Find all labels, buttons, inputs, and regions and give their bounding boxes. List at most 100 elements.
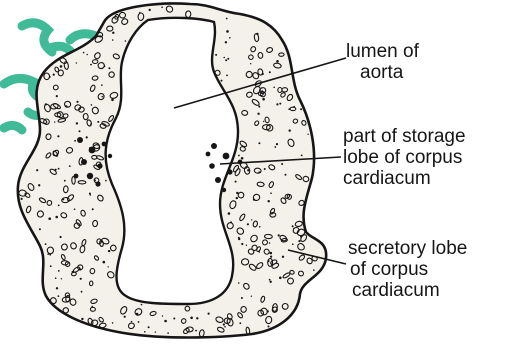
- cell-dot: [270, 256, 272, 258]
- cell-dot: [257, 113, 259, 115]
- cell-dot: [229, 37, 231, 39]
- cell-dot: [293, 106, 295, 108]
- label-lumen-of-aorta: lumen of aorta: [346, 41, 419, 83]
- cell-dot: [292, 225, 294, 227]
- cell-dot: [279, 277, 282, 280]
- cell-dot: [58, 168, 60, 170]
- cell-dot: [36, 169, 38, 171]
- cell-dot: [251, 219, 252, 220]
- cell-dot: [239, 322, 241, 324]
- cell-dot: [307, 134, 308, 135]
- cell-dot: [112, 39, 114, 41]
- cell-dot: [80, 278, 82, 280]
- cell-dot: [55, 216, 58, 219]
- cell-dot: [64, 180, 66, 182]
- cell-dot: [238, 237, 240, 239]
- cell-dot: [47, 253, 49, 255]
- cell-dot: [138, 321, 140, 323]
- cell-dot: [58, 205, 60, 207]
- cell-dot: [276, 103, 278, 105]
- cell-dot: [148, 326, 150, 328]
- cell-dot: [167, 332, 169, 334]
- cell-dot: [253, 199, 255, 201]
- cell-dot: [39, 228, 41, 230]
- cell-dot: [215, 54, 217, 56]
- cell-dot: [111, 99, 114, 102]
- cell-dot: [112, 32, 114, 34]
- cell-dot: [55, 277, 57, 279]
- cell-dot: [228, 212, 231, 215]
- cell-dot: [226, 75, 228, 77]
- cell-dot: [258, 106, 260, 108]
- cell-dot: [83, 52, 85, 54]
- cell-dot: [74, 140, 76, 142]
- cell-dot: [162, 315, 163, 316]
- cell-dot: [81, 291, 83, 293]
- cell-dot: [97, 121, 99, 123]
- cell-dot: [259, 226, 261, 228]
- cell-dot: [48, 217, 51, 220]
- cell-dot: [108, 250, 110, 252]
- cell-dot: [49, 76, 51, 78]
- cell-dot: [268, 326, 270, 328]
- label-lumen-line-2: aorta: [346, 62, 419, 83]
- cell-dot: [238, 155, 240, 157]
- cell-dot: [76, 62, 77, 63]
- cell-dot: [293, 228, 294, 229]
- cell-dot: [264, 168, 266, 170]
- cell-dot: [268, 200, 270, 202]
- cell-dot: [90, 124, 92, 126]
- cell-dot: [79, 130, 81, 132]
- cell-dot: [74, 208, 76, 210]
- cell-dot: [61, 278, 62, 279]
- cell-dot: [86, 136, 88, 138]
- cell-dot: [301, 155, 303, 157]
- cell-dot: [108, 266, 109, 267]
- cell-dot: [63, 199, 65, 201]
- cell-dot: [56, 95, 58, 97]
- cell-dot: [50, 265, 52, 267]
- label-storage-line-2: lobe of corpus: [343, 147, 466, 168]
- cell-dot: [21, 198, 23, 200]
- cell-dot: [208, 313, 210, 315]
- cell-dot: [54, 121, 55, 122]
- cell-dot: [164, 320, 167, 323]
- cell-dot: [241, 157, 244, 160]
- cell-dot: [235, 181, 237, 183]
- cell-dot: [139, 12, 140, 13]
- cell-dot: [270, 192, 272, 194]
- label-storage-lobe: part of storage lobe of corpus cardiacum: [343, 126, 466, 189]
- cell-dot: [45, 103, 47, 105]
- cell-dot: [89, 193, 91, 195]
- cell-dot: [282, 256, 284, 258]
- label-secretory-line-2: of corpus: [348, 259, 467, 280]
- cell-dot: [195, 330, 197, 332]
- cell-dot: [102, 96, 104, 98]
- cell-dot: [269, 242, 271, 244]
- cell-dot: [125, 40, 127, 42]
- cell-dot: [250, 63, 251, 64]
- cell-dot: [246, 245, 247, 246]
- cell-dot: [269, 279, 271, 281]
- cell-dot: [60, 236, 62, 238]
- cell-dot: [279, 103, 281, 105]
- cell-dot: [103, 261, 106, 264]
- cell-dot: [149, 9, 151, 11]
- cell-dot: [225, 41, 227, 43]
- cell-dot: [105, 180, 107, 182]
- cell-dot: [65, 105, 67, 107]
- cell-dot: [292, 243, 294, 245]
- cell-dot: [60, 65, 63, 68]
- cell-dot: [112, 322, 114, 324]
- cell-dot: [101, 84, 103, 86]
- cell-dot: [45, 243, 47, 245]
- cell-dot: [76, 122, 78, 124]
- cell-dot: [263, 121, 264, 122]
- cell-dot: [226, 30, 229, 33]
- cell-dot: [247, 223, 249, 225]
- label-storage-line-1: part of storage: [343, 126, 466, 147]
- cell-dot: [273, 87, 275, 89]
- cell-dot: [223, 323, 225, 325]
- cell-dot: [251, 296, 252, 297]
- cell-dot: [276, 60, 279, 63]
